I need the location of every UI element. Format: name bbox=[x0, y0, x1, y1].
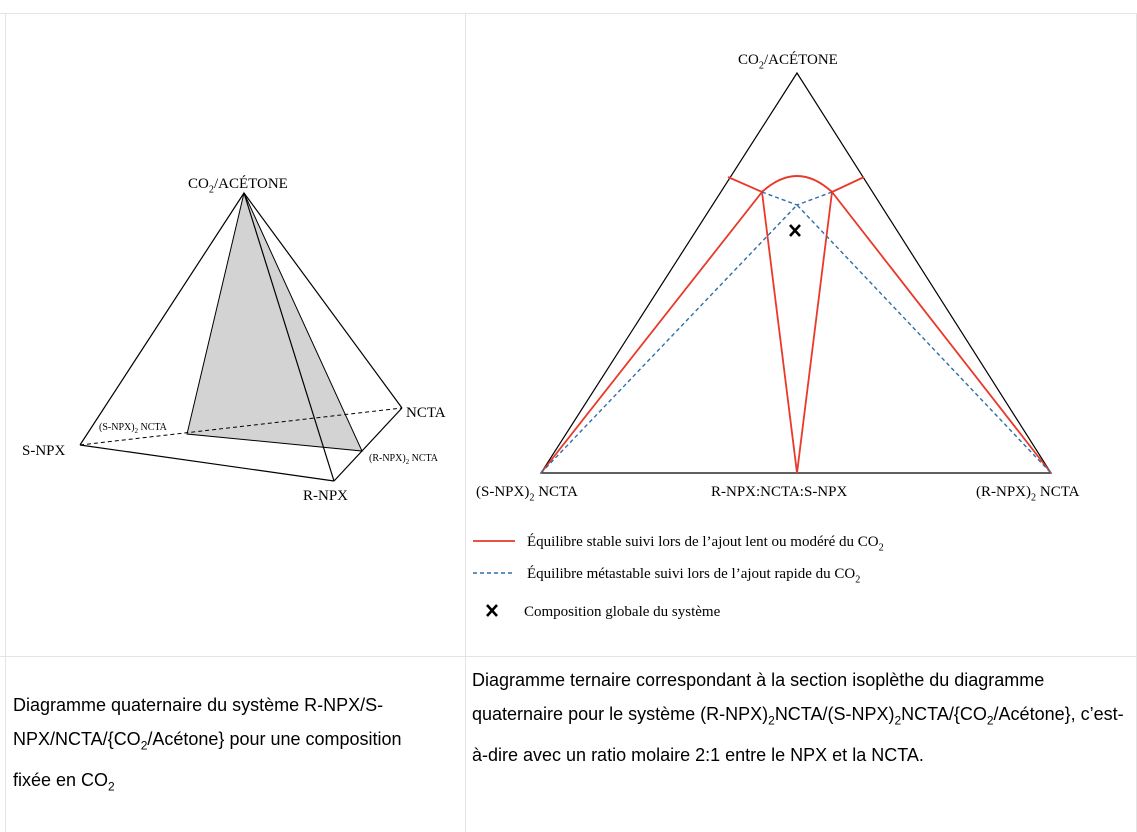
metastable-curve bbox=[540, 203, 1052, 474]
quaternary-diagram: CO2​/ACÉTONE S-NPX (S-NPX)2​ NCTA NCTA (… bbox=[22, 175, 446, 504]
composition-marker bbox=[789, 224, 801, 237]
isopleth-plane bbox=[186, 191, 363, 452]
stable-left-branch bbox=[540, 189, 798, 474]
table-border-middle bbox=[0, 656, 1137, 657]
legend-composition-label: Composition globale du système bbox=[524, 604, 721, 620]
label-s-ncta-bottom: (S-NPX)2​ NCTA bbox=[476, 484, 578, 504]
edge-snpx-ncta-hidden bbox=[79, 407, 403, 446]
legend: Équilibre stable suivi lors de l’ajout l… bbox=[473, 533, 884, 620]
caption-left: Diagramme quaternaire du système R-NPX/S… bbox=[13, 695, 402, 794]
table-border-top bbox=[0, 13, 1137, 14]
caption-right: Diagramme ternaire correspondant à la se… bbox=[472, 670, 1124, 765]
edge-apex-rnpx bbox=[243, 192, 335, 482]
label-r-ncta: (R-NPX)2​ NCTA bbox=[369, 453, 439, 466]
legend-metastable-label: Équilibre métastable suivi lors de l’ajo… bbox=[527, 565, 860, 586]
table-border-left bbox=[5, 13, 6, 832]
stable-right-branch bbox=[796, 189, 1052, 474]
label-snpx: S-NPX bbox=[22, 443, 66, 459]
legend-composition-marker bbox=[486, 604, 498, 617]
stable-curve-top bbox=[727, 175, 865, 194]
label-ncta: NCTA bbox=[406, 405, 446, 421]
edge-apex-ncta bbox=[243, 192, 403, 409]
label-s-ncta: (S-NPX)2​ NCTA bbox=[99, 422, 168, 435]
ternary-diagram: CO2​/ACÉTONE (S-NPX)2​ NCTA R-NPX:NCTA:S… bbox=[473, 51, 1080, 620]
edge-snpx-rnpx bbox=[79, 444, 335, 482]
edge-rnpx-ncta bbox=[333, 407, 403, 482]
label-rnpx: R-NPX bbox=[303, 488, 348, 504]
label-r-ncta-bottom: (R-NPX)2​ NCTA bbox=[976, 484, 1080, 504]
metastable-left-arm bbox=[761, 191, 798, 206]
legend-stable-label: Équilibre stable suivi lors de l’ajout l… bbox=[527, 533, 884, 554]
edge-apex-snpx bbox=[79, 192, 245, 446]
metastable-right-arm bbox=[796, 191, 833, 206]
table-border-divider bbox=[465, 13, 466, 832]
label-co2-acetone-left: CO2​/ACÉTONE bbox=[188, 175, 288, 196]
ternary-triangle bbox=[539, 71, 1053, 474]
label-rnpx-ncta-snpx: R-NPX:NCTA:S-NPX bbox=[711, 484, 847, 500]
label-co2-acetone-right: CO2​/ACÉTONE bbox=[738, 51, 838, 72]
